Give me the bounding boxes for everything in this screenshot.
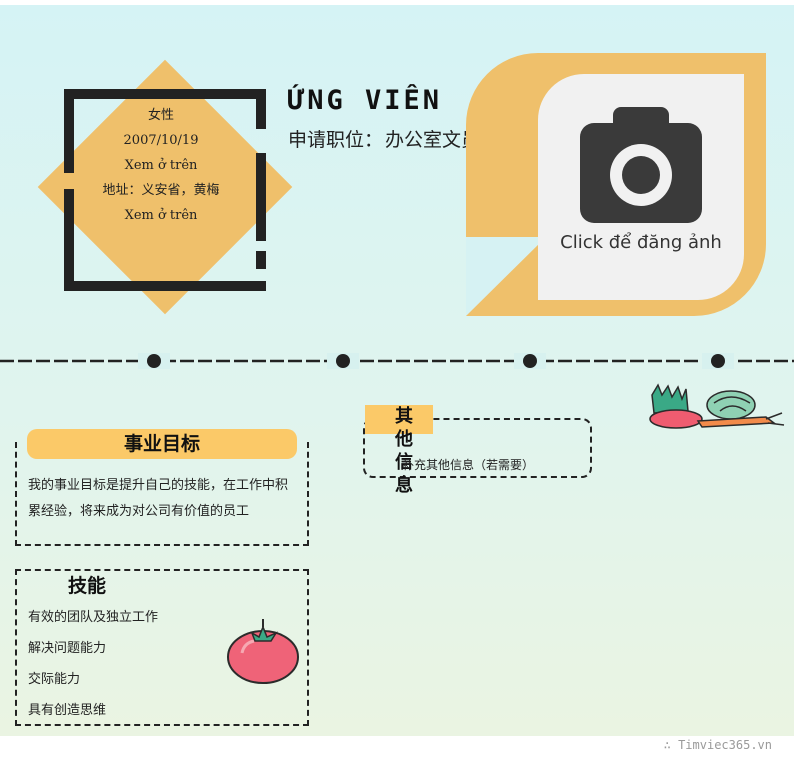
personal-info: 女性 2007/10/19 Xem ở trên 地址：义安省，黄梅 Xem ở… — [84, 103, 238, 228]
frame-line — [64, 281, 266, 291]
vegetables-icon — [649, 383, 785, 429]
skill-item[interactable]: 解决问题能力 — [28, 641, 107, 656]
other-info-text[interactable]: 补充其他信息（若需要） — [402, 458, 535, 472]
frame-line — [256, 251, 266, 269]
other-info-section — [363, 418, 592, 478]
skills-title: 技能 — [68, 575, 107, 597]
skill-item[interactable]: 具有创造思维 — [28, 703, 107, 718]
frame-line — [64, 89, 74, 173]
other-info-title: 其他信息 — [395, 406, 413, 496]
skills-list: 有效的团队及独立工作 解决问题能力 交际能力 具有创造思维 — [28, 606, 158, 730]
gender-field[interactable]: 女性 — [147, 108, 174, 123]
position-line: 申请职位：办公室文员 — [288, 125, 480, 152]
frame-line — [256, 153, 266, 241]
skill-item[interactable]: 有效的团队及独立工作 — [28, 610, 159, 625]
photo-upload-button[interactable]: Click để đăng ảnh — [538, 74, 744, 300]
frame-line — [64, 189, 74, 291]
photo-upload-label: Click để đăng ảnh — [560, 232, 722, 253]
position-label: 申请职位： — [288, 129, 384, 151]
career-goal-section — [15, 442, 309, 546]
career-goal-title: 事业目标 — [123, 433, 200, 455]
career-goal-text[interactable]: 我的事业目标是提升自己的技能，在工作中积累经验，将来成为对公司有价值的员工 — [28, 478, 289, 519]
email-field[interactable]: Xem ở trên — [124, 208, 198, 223]
watermark: ∴ Timviec365.vn — [663, 738, 772, 752]
camera-icon — [580, 107, 702, 223]
frame-line — [256, 89, 266, 129]
birthdate-field[interactable]: 2007/10/19 — [123, 133, 199, 148]
cv-page: 女性 2007/10/19 Xem ở trên 地址：义安省，黄梅 Xem ở… — [0, 5, 794, 736]
skills-section — [15, 569, 309, 726]
career-goal-header — [27, 429, 297, 459]
position-value[interactable]: 办公室文员 — [385, 129, 481, 151]
tomato-icon — [227, 619, 299, 684]
candidate-name[interactable]: ỨNG VIÊN — [288, 85, 443, 116]
skill-item[interactable]: 交际能力 — [28, 672, 81, 687]
other-info-tag — [365, 405, 433, 434]
phone-field[interactable]: Xem ở trên — [124, 158, 198, 173]
address-field[interactable]: 地址：义安省，黄梅 — [102, 183, 220, 198]
frame-line — [64, 89, 266, 99]
timeline-divider — [0, 353, 794, 369]
